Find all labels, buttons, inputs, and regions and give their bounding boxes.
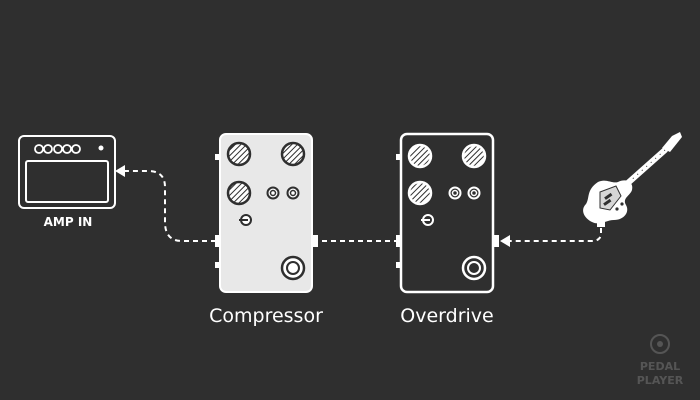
arrowhead-icon — [115, 165, 125, 177]
overdrive-footswitch — [461, 255, 487, 281]
compressor-knobs — [226, 141, 306, 206]
overdrive-label: Overdrive — [400, 305, 493, 327]
pedal-player-logo: PEDAL PLAYER — [637, 334, 684, 387]
cable-guitar-to-overdrive — [510, 228, 602, 242]
compressor-footswitch — [280, 255, 306, 281]
cable-compressor-to-amp — [125, 170, 216, 242]
amp-in-label: AMP IN — [44, 215, 93, 229]
overdrive-pedal — [396, 132, 499, 294]
arrowhead-icon — [500, 235, 510, 247]
compressor-label: Compressor — [209, 305, 323, 327]
overdrive-knobs — [407, 143, 487, 206]
compressor-pedal — [215, 133, 318, 293]
watermark-line2: PLAYER — [637, 374, 684, 387]
compressor-led-icon — [239, 214, 252, 226]
amplifier-icon — [18, 135, 116, 209]
amp-knobs — [34, 144, 104, 154]
watermark-line1: PEDAL — [640, 360, 680, 373]
electric-guitar-icon — [583, 132, 682, 227]
overdrive-led-icon — [421, 214, 434, 226]
